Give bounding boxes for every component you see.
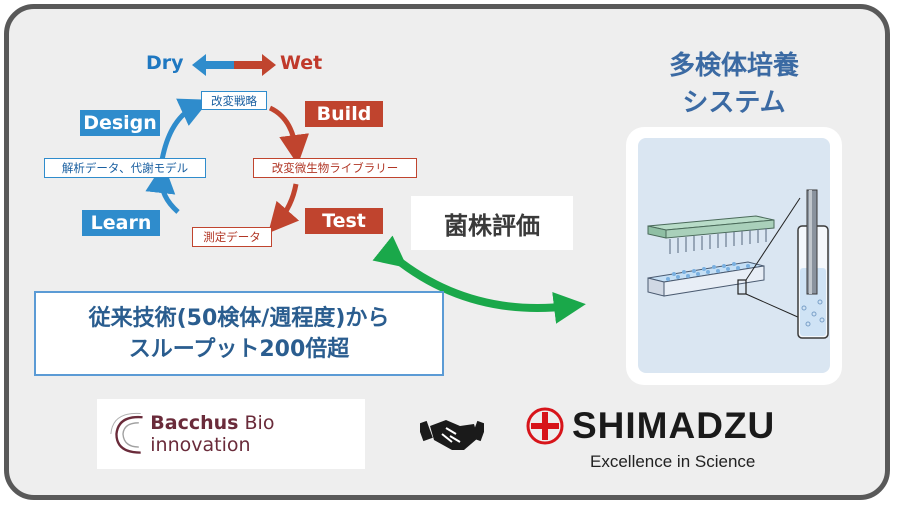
evaluation-connector-arrow: [372, 235, 586, 324]
dry-label: Dry: [146, 52, 184, 74]
arrow-learn-to-analysis: [145, 163, 180, 214]
throughput-line2: スループット200倍超: [128, 336, 350, 362]
handshake-icon: [420, 420, 484, 450]
step-library: 改変微生物ライブラリー: [253, 158, 417, 178]
phase-test: Test: [305, 208, 383, 234]
phase-build: Build: [305, 101, 383, 127]
shimadzu-logo: SHIMADZU: [526, 405, 776, 446]
culture-system-illustration: [647, 189, 829, 339]
step-strategy: 改変戦略: [201, 91, 267, 110]
shimadzu-name: SHIMADZU: [572, 405, 776, 446]
bacchus-swirl-icon: [110, 412, 143, 454]
system-title: 多検体培養 システム: [668, 51, 799, 118]
shimadzu-tagline: Excellence in Science: [590, 452, 756, 471]
phase-learn: Learn: [82, 210, 160, 236]
throughput-box: 従来技術(50検体/週程度)から スループット200倍超: [34, 291, 444, 376]
wet-label: Wet: [280, 52, 323, 74]
arrow-strategy-to-build: [268, 105, 310, 165]
step-analysis: 解析データ、代謝モデル: [44, 158, 206, 178]
shimadzu-cross-circle-icon: [526, 407, 564, 445]
step-measurement: 測定データ: [192, 227, 272, 247]
bacchus-subname: Bio innovation: [150, 412, 275, 456]
bacchus-name: Bacchus: [150, 412, 239, 434]
phase-design: Design: [80, 110, 160, 136]
evaluation-label: 菌株評価: [411, 196, 573, 250]
throughput-line1: 従来技術(50検体/週程度)から: [88, 305, 390, 331]
bacchus-logo: Bacchus Bio innovation: [97, 399, 365, 469]
dry-wet-arrow-icon: [192, 54, 276, 76]
arrow-analysis-to-design: [159, 98, 210, 161]
arrow-library-to-test: [268, 183, 300, 234]
